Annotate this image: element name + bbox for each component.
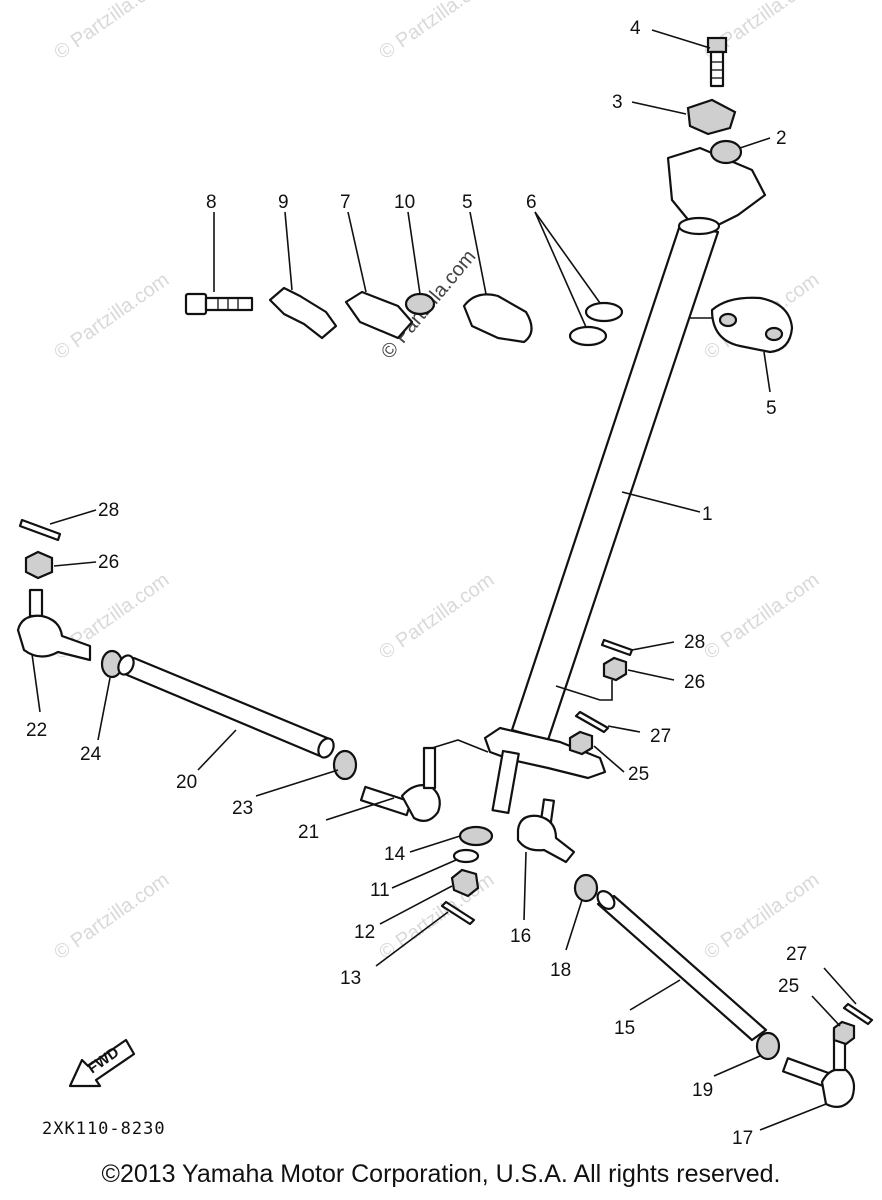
callout-26: 26: [684, 672, 705, 693]
callout-4: 4: [630, 18, 641, 39]
callout-28: 28: [684, 632, 705, 653]
callout-27: 27: [786, 944, 807, 965]
callout-27: 27: [650, 726, 671, 747]
watermark: © Partzilla.com: [375, 0, 498, 64]
callout-10: 10: [394, 192, 415, 213]
copyright-notice: ©2013 Yamaha Motor Corporation, U.S.A. A…: [101, 1160, 781, 1188]
callout-9: 9: [278, 192, 289, 213]
fwd-arrow-icon: FWD: [68, 1038, 136, 1088]
callout-14: 14: [384, 844, 406, 865]
holder-3: [686, 98, 737, 136]
column-hardware: [568, 638, 634, 756]
callouts: 4 3 2 8 9 7 10 5 6 5 1 28 26 22 24 20 23…: [26, 18, 807, 1149]
callout-15: 15: [614, 1018, 635, 1039]
collar-2: [709, 139, 743, 165]
callout-8: 8: [206, 192, 217, 213]
callout-23: 23: [232, 798, 253, 819]
callout-13: 13: [340, 968, 361, 989]
callout-17: 17: [732, 1128, 753, 1149]
leader-lines: [31, 29, 857, 1131]
watermark: © Partzilla.com: [50, 869, 173, 964]
callout-18: 18: [550, 960, 571, 981]
callout-11: 11: [370, 880, 390, 901]
watermark: © Partzilla.com: [700, 569, 823, 664]
callout-5: 5: [766, 398, 777, 419]
diagram-code: 2XK110-8230: [42, 1119, 166, 1139]
watermarks: © Partzilla.com © Partzilla.com © Partzi…: [50, 0, 823, 964]
watermark: © Partzilla.com: [375, 569, 498, 664]
callout-25: 25: [778, 976, 799, 997]
callout-20: 20: [176, 772, 197, 793]
callout-19: 19: [692, 1080, 713, 1101]
callout-3: 3: [612, 92, 623, 113]
tie-rod-right: [516, 798, 874, 1109]
callout-22: 22: [26, 720, 47, 741]
callout-7: 7: [340, 192, 351, 213]
callout-16: 16: [510, 926, 531, 947]
tie-rod-left: [16, 518, 441, 823]
callout-21: 21: [298, 822, 319, 843]
callout-6: 6: [526, 192, 537, 213]
hardware-group: [184, 286, 624, 347]
steering-column: [483, 146, 767, 815]
callout-5: 5: [462, 192, 473, 213]
callout-1: 1: [702, 504, 713, 525]
callout-26: 26: [98, 552, 119, 573]
callout-24: 24: [80, 744, 102, 765]
watermark: © Partzilla.com: [50, 269, 173, 364]
bolt-4: [706, 36, 728, 88]
callout-28: 28: [98, 500, 119, 521]
callout-12: 12: [354, 922, 375, 943]
callout-2: 2: [776, 128, 787, 149]
callout-25: 25: [628, 764, 649, 785]
center-hardware: [440, 825, 494, 926]
watermark: © Partzilla.com: [50, 0, 173, 64]
